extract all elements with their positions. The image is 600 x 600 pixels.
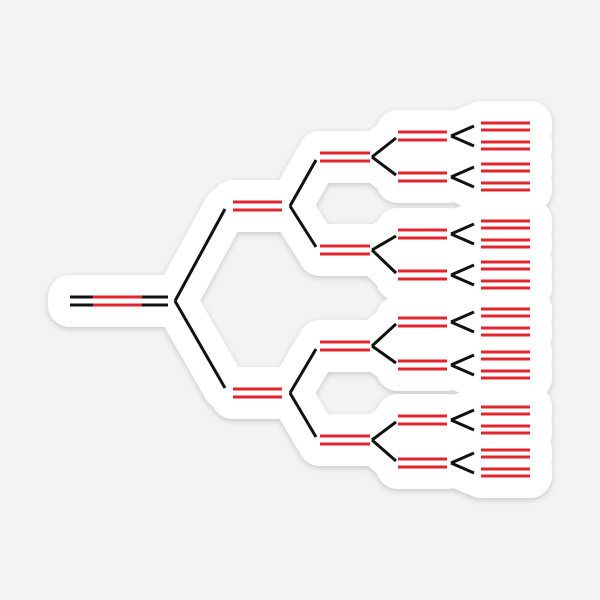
fork-arm [450,232,475,246]
fork-arm [450,451,475,465]
fork-arm [450,418,475,432]
fork-arm [450,363,475,377]
fork-arm [450,310,475,324]
fork-arm [450,222,475,236]
fork-arm [371,344,397,365]
fork-arm [370,248,398,275]
fork-arm [450,353,475,367]
fork-arm [173,300,227,389]
fork-arm [450,124,475,138]
fork-arm [450,134,475,148]
fork-arm [450,165,475,179]
fork-arm [371,438,397,463]
diagram-art [70,121,530,478]
fork-arm [450,175,475,189]
fork-arm [450,320,475,334]
fork-arm [371,420,397,442]
fork-arm [371,155,397,177]
fork-arm [288,348,318,394]
fork-arm [371,136,397,159]
fork-arm [173,208,227,302]
fork-arm [450,263,475,277]
fork-arm [450,461,475,475]
fork-arm [370,322,398,348]
fork-arm [288,392,318,438]
fork-arm [288,159,318,207]
fork-arm [288,205,318,248]
fork-arm [450,408,475,422]
fork-arm [450,273,475,287]
fork-arm [371,234,397,252]
